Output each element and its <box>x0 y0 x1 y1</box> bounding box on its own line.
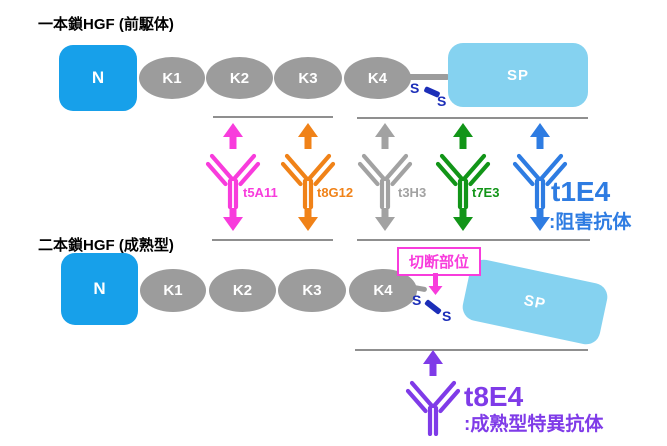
two-chain-hgf-title: 二本鎖HGF (成熟型) <box>38 237 174 254</box>
domain-k4-label: K4 <box>367 69 388 87</box>
antibody-label-t5A11: t5A11 <box>243 185 278 200</box>
cleavage-site-label: 切断部位 <box>408 254 469 271</box>
antibody-label-t7E3: t7E3 <box>472 185 500 200</box>
domain-k3-label: K3 <box>302 282 322 299</box>
antibody-label-t8G12: t8G12 <box>317 185 354 200</box>
antibody-t5A11 <box>201 123 265 236</box>
antibody-icon <box>405 350 461 437</box>
antibody-icon <box>205 123 261 231</box>
mature-specific-antibody-note: :成熟型特異抗体 <box>464 414 604 435</box>
single-chain-hgf-title: 一本鎖HGF (前駆体) <box>38 16 174 33</box>
antibody-t1E4 <box>508 123 572 236</box>
domain-k4-precursor: K4 <box>344 57 411 99</box>
domain-k2-precursor: K2 <box>206 57 273 99</box>
domain-k3-mature: K3 <box>278 269 346 312</box>
disulfide-s1-mature: S <box>412 292 422 308</box>
domain-n-precursor: N <box>59 45 137 111</box>
antibody-t8E4 <box>401 350 465 441</box>
disulfide-s1-precursor: S <box>410 80 420 96</box>
domain-k4-label: K4 <box>373 282 393 299</box>
domain-n-label: N <box>91 68 105 87</box>
cleavage-site-box: 切断部位 <box>397 247 481 276</box>
domain-sp-precursor: SP <box>448 43 588 107</box>
antibody-label-t3H3: t3H3 <box>398 185 427 200</box>
epitope-line-top-left <box>213 116 333 118</box>
disulfide-bond-mature <box>424 299 442 315</box>
antibody-icon <box>435 123 491 231</box>
domain-n-mature: N <box>61 253 138 325</box>
domain-sp-label: SP <box>506 66 529 84</box>
domain-sp-mature: SP <box>460 257 610 347</box>
domain-k1-label: K1 <box>162 69 182 87</box>
k4-sp-connector <box>406 74 450 80</box>
domain-k2-label: K2 <box>232 282 253 299</box>
domain-sp-label: SP <box>522 291 548 313</box>
epitope-line-bottom-right <box>357 239 590 241</box>
disulfide-s2-mature: S <box>442 308 452 324</box>
domain-k1-mature: K1 <box>140 269 206 312</box>
domain-k2-label: K2 <box>229 69 250 87</box>
domain-k3-label: K3 <box>298 69 318 87</box>
epitope-line-mature <box>355 349 588 351</box>
antibody-t7E3 <box>431 123 495 236</box>
domain-n-label: N <box>93 279 106 298</box>
cleavage-arrow-icon <box>427 273 444 300</box>
domain-k1-label: K1 <box>163 282 183 299</box>
domain-k2-mature: K2 <box>209 269 276 312</box>
disulfide-s2-precursor: S <box>437 93 447 109</box>
antibody-icon <box>280 123 336 231</box>
epitope-line-top-right <box>357 117 588 119</box>
domain-k1-precursor: K1 <box>139 57 205 99</box>
antibody-label-t1E4: t1E4 <box>551 176 611 207</box>
epitope-line-bottom-left <box>212 239 333 241</box>
antibody-t3H3 <box>353 123 417 236</box>
antibody-label-t8E4: t8E4 <box>464 381 524 412</box>
inhibitor-antibody-note: :阻害抗体 <box>549 212 632 233</box>
antibody-t8G12 <box>276 123 340 236</box>
antibody-icon <box>357 123 413 231</box>
domain-k3-precursor: K3 <box>274 57 342 99</box>
domain-k4-mature: K4 <box>349 269 417 312</box>
antibody-icon <box>512 123 568 231</box>
